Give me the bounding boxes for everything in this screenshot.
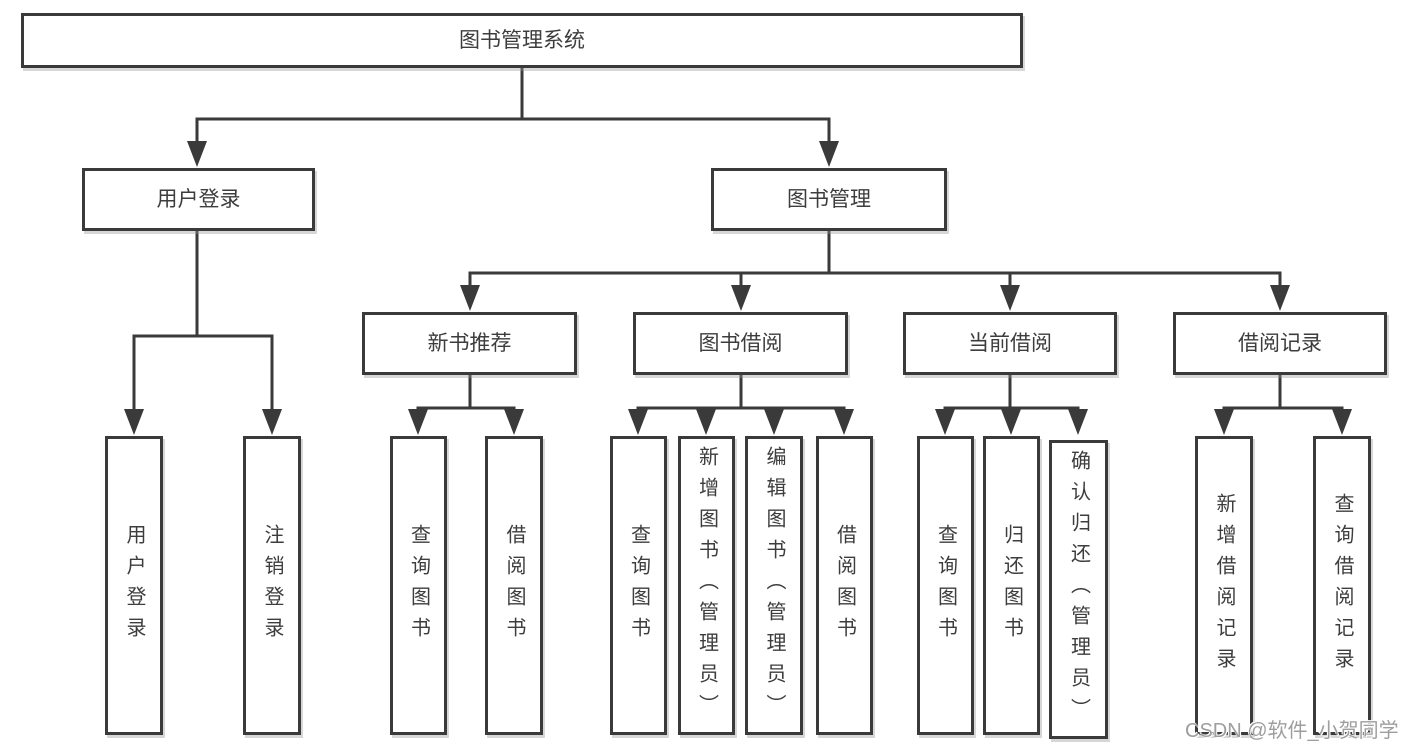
leaf-add-book-admin: 新增图书（管理员）	[678, 436, 735, 735]
arrowhead-icons	[124, 141, 1352, 435]
leaf-return-book: 归还图书	[983, 436, 1040, 735]
csdn-watermark: CSDN @软件_小贺同学	[1185, 720, 1399, 742]
leaf-query-books-current: 查询图书	[917, 436, 974, 735]
leaf-logout: 注销登录	[243, 436, 301, 735]
leaf-user-login: 用户登录	[105, 436, 163, 735]
node-user-login: 用户登录	[82, 168, 315, 231]
leaf-borrow-books-recommend: 借阅图书	[485, 436, 543, 735]
node-book-borrow: 图书借阅	[633, 312, 848, 375]
node-root: 图书管理系统	[21, 13, 1023, 68]
leaf-add-borrow-record: 新增借阅记录	[1195, 436, 1253, 735]
leaf-query-books-recommend: 查询图书	[390, 436, 447, 735]
leaf-edit-book-admin: 编辑图书（管理员）	[745, 436, 803, 735]
leaf-confirm-return-admin: 确认归还（管理员）	[1049, 440, 1108, 739]
node-current-borrow: 当前借阅	[903, 312, 1117, 375]
node-new-book-recommend: 新书推荐	[362, 312, 577, 375]
node-book-management: 图书管理	[711, 168, 947, 231]
leaf-query-books-borrow: 查询图书	[610, 436, 667, 735]
leaf-query-borrow-record: 查询借阅记录	[1313, 436, 1371, 735]
node-borrow-records: 借阅记录	[1173, 312, 1387, 375]
tree-edges	[132, 67, 1344, 414]
leaf-borrow-books: 借阅图书	[816, 436, 873, 735]
